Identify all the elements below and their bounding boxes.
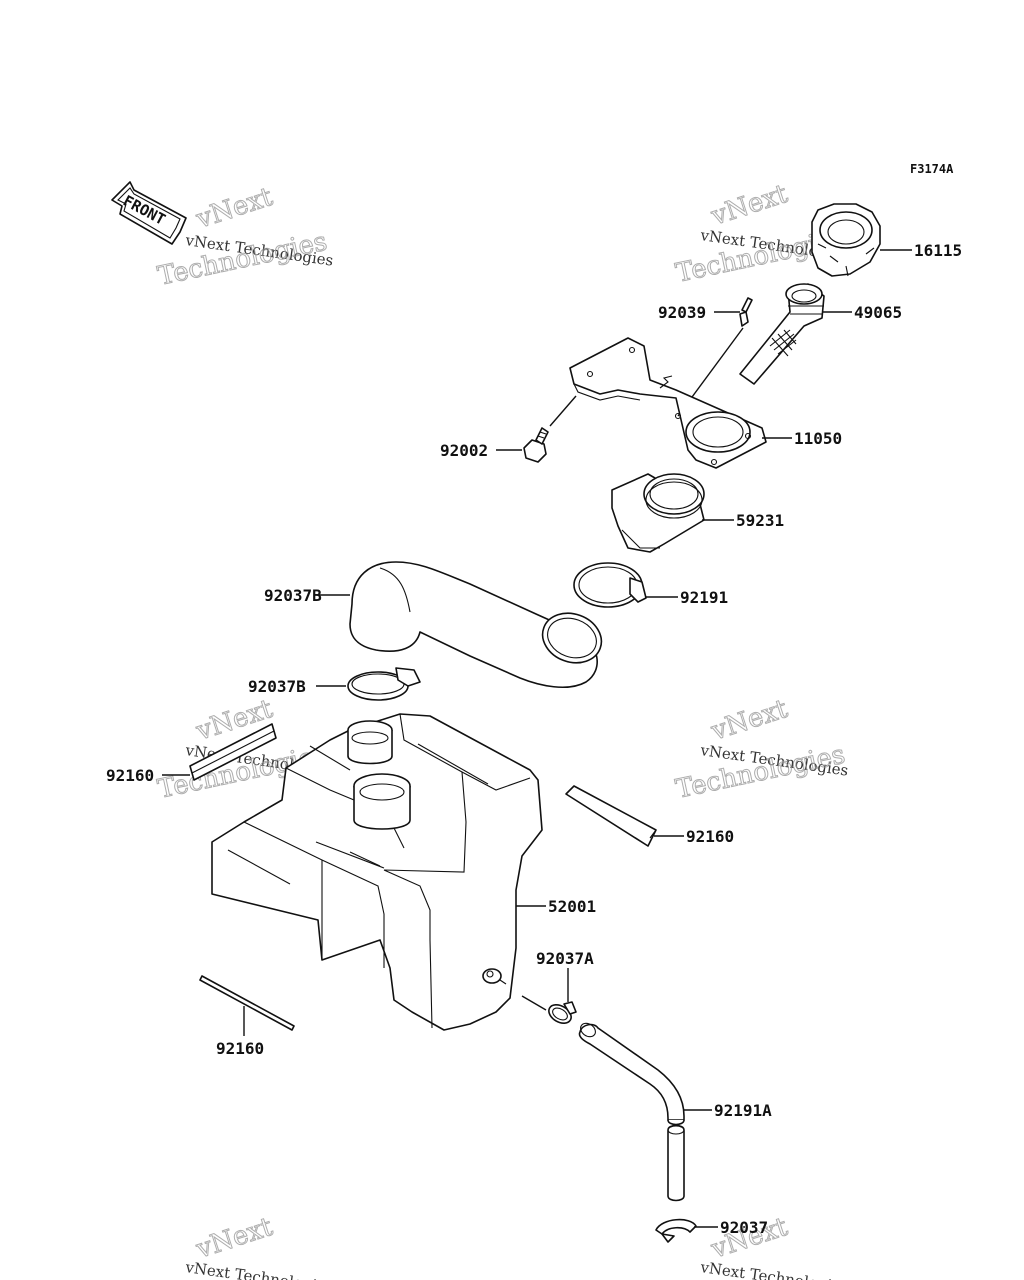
- front-arrow-icon: FRONT: [111, 181, 187, 245]
- watermark-bottom-left: vNext Technologies vNext: [183, 1211, 334, 1280]
- label-92002[interactable]: 92002: [440, 441, 488, 460]
- filler-strainer-49065[interactable]: [739, 283, 825, 385]
- svg-text:Technologies: Technologies: [155, 227, 330, 292]
- label-92160-right[interactable]: 92160: [686, 827, 734, 846]
- label-92037A[interactable]: 92037A: [536, 949, 594, 968]
- bolt-92002[interactable]: [523, 395, 577, 463]
- clip-92037[interactable]: [655, 1218, 697, 1243]
- pad-92160-left[interactable]: [189, 723, 277, 781]
- label-92160-left[interactable]: 92160: [106, 766, 154, 785]
- tank-outlet-fitting: [482, 968, 507, 985]
- diagram-code: F3174A: [910, 162, 954, 176]
- hose-92191[interactable]: [349, 561, 608, 688]
- filler-neck-59231[interactable]: [611, 473, 705, 553]
- fuel-cap-16115[interactable]: [811, 203, 881, 277]
- fuel-tank-52001[interactable]: [211, 713, 543, 1031]
- svg-text:vNext: vNext: [192, 182, 277, 235]
- label-49065[interactable]: 49065: [854, 303, 902, 322]
- clamp-92037B-upper[interactable]: [573, 562, 647, 608]
- label-92191A[interactable]: 92191A: [714, 1101, 772, 1120]
- label-92191[interactable]: 92037B: [264, 586, 322, 605]
- pad-92160-right[interactable]: [565, 785, 657, 847]
- watermark-mid-right: vNext Technologies vNext Technologies: [673, 693, 850, 805]
- label-52001[interactable]: 52001: [548, 897, 596, 916]
- label-11050[interactable]: 11050: [794, 429, 842, 448]
- label-92037[interactable]: 92037: [720, 1218, 768, 1237]
- svg-text:vNext: vNext: [707, 179, 792, 232]
- label-59231[interactable]: 59231: [736, 511, 784, 530]
- svg-text:vNext: vNext: [192, 1212, 277, 1265]
- label-92160-bottom[interactable]: 92160: [216, 1039, 264, 1058]
- label-92039[interactable]: 92039: [658, 303, 706, 322]
- tank-small-neck: [347, 720, 393, 765]
- svg-text:vNext: vNext: [707, 694, 792, 747]
- label-92037B-lower[interactable]: 92037B: [248, 677, 306, 696]
- breather-hose-92191A[interactable]: [578, 1020, 685, 1202]
- label-16115[interactable]: 16115: [914, 241, 962, 260]
- clamp-92037B-lower[interactable]: [347, 667, 421, 701]
- bracket-11050[interactable]: [569, 337, 767, 469]
- watermark-top-left: vNext Technologies vNext Technologies: [155, 181, 335, 292]
- label-92037B-upper[interactable]: 92191: [680, 588, 728, 607]
- clamp-92037A[interactable]: [521, 995, 577, 1027]
- tank-large-neck: [353, 773, 411, 830]
- mesh-pattern: [769, 329, 797, 357]
- strip-92160-bottom[interactable]: [199, 975, 295, 1031]
